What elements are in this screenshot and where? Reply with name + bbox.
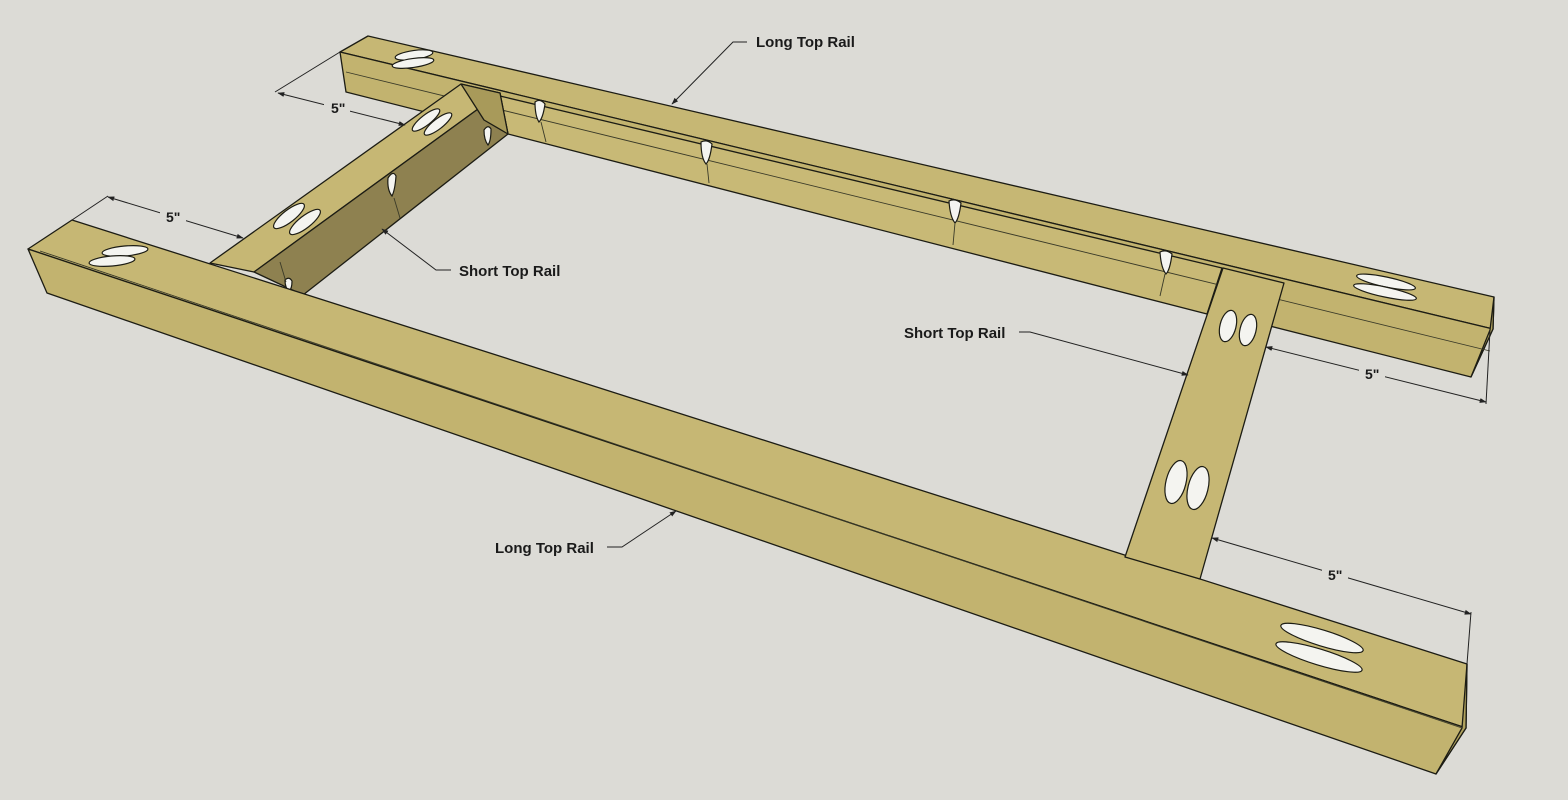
label-short-top-rail-right: Short Top Rail [904, 325, 1189, 376]
screw-slot [387, 172, 397, 198]
screw-slot [1159, 250, 1173, 275]
pocket-hole [1353, 283, 1417, 301]
label-long-top-rail-front: Long Top Rail [495, 510, 677, 557]
dimension-back-left: 5" [274, 51, 406, 126]
short-top-rail-left [209, 83, 509, 296]
long-top-rail-back-top-face [339, 35, 1495, 330]
pocket-hole [423, 112, 453, 136]
pocket-hole [288, 208, 322, 236]
pocket-hole [272, 202, 306, 230]
short-top-rail-right-top-face [1124, 267, 1285, 580]
screw-slot [534, 99, 546, 123]
pocket-hole [1238, 313, 1258, 347]
label-text: Long Top Rail [756, 34, 855, 51]
dimension-text: 5" [1365, 366, 1379, 382]
pocket-hole [411, 108, 441, 132]
pocket-hole [1186, 465, 1210, 511]
pocket-hole [1275, 641, 1363, 673]
pocket-hole [88, 255, 136, 267]
label-short-top-rail-left: Short Top Rail [381, 228, 560, 280]
pocket-hole [391, 57, 435, 69]
dimension-front-right: 5" [1211, 537, 1472, 665]
label-text: Short Top Rail [459, 263, 560, 280]
short-top-rail-right [1124, 267, 1285, 580]
long-top-rail-front [27, 219, 1468, 775]
long-top-rail-back-inner-face [499, 95, 1223, 315]
screw-slot [948, 199, 962, 224]
short-top-rail-left-end-face [460, 83, 509, 135]
label-long-top-rail-back: Long Top Rail [671, 34, 855, 105]
screw-slot [483, 126, 492, 146]
dimension-text: 5" [1328, 567, 1342, 583]
dimension-front-left: 5" [71, 195, 244, 239]
pocket-hole [1280, 622, 1364, 654]
dimension-text: 5" [331, 100, 345, 116]
screw-slot [700, 140, 713, 165]
pocket-hole [1218, 309, 1238, 343]
label-text: Long Top Rail [495, 540, 594, 557]
label-text: Short Top Rail [904, 325, 1005, 342]
dimension-back-right: 5" [1265, 329, 1491, 405]
long-top-rail-back [339, 35, 1495, 378]
pocket-hole [1164, 459, 1188, 505]
dimension-text: 5" [166, 209, 180, 225]
